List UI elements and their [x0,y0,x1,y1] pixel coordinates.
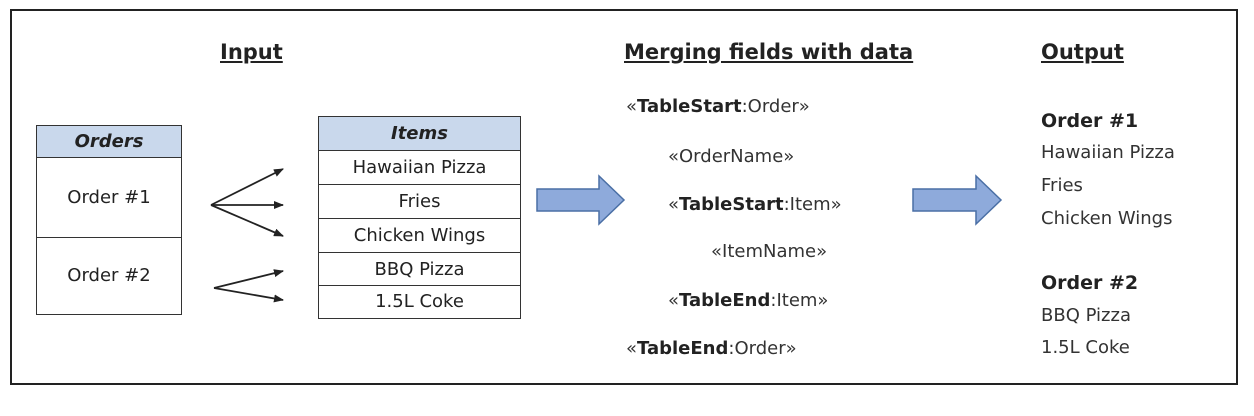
connector-arrow [213,269,284,289]
merge-field-ordername: «OrderName» [668,146,795,167]
connector-arrow [213,287,284,303]
orders-row-1: Order #1 [37,158,181,238]
items-row: Fries [319,185,520,219]
merge-field-tablestart-item: «TableStart:Item» [668,194,842,215]
orders-table-header: Orders [37,126,181,158]
merge-field-tableend-item: «TableEnd:Item» [668,290,829,311]
items-row: Chicken Wings [319,219,520,253]
output-heading: Output [1041,40,1124,64]
output-item: 1.5L Coke [1041,337,1130,358]
block-arrow-icon [912,174,1003,226]
merge-heading: Merging fields with data [624,40,914,64]
output-item: Fries [1041,175,1083,196]
items-row: BBQ Pizza [319,253,520,286]
items-table: Items Hawaiian Pizza Fries Chicken Wings… [318,116,521,319]
items-row: Hawaiian Pizza [319,151,520,185]
merge-field-itemname: «ItemName» [711,241,828,262]
order2-connectors [213,269,284,303]
orders-table: Orders Order #1 Order #2 [36,125,182,315]
items-table-header: Items [319,117,520,151]
connector-arrow [210,204,284,237]
diagram-frame [10,9,1238,385]
merge-field-tableend-order: «TableEnd:Order» [626,338,797,359]
orders-row-2: Order #2 [67,265,151,286]
order1-connectors [210,168,284,237]
block-arrow-icon [536,174,626,226]
output-order-title: Order #2 [1041,272,1139,294]
output-order-title: Order #1 [1041,110,1139,132]
output-item: BBQ Pizza [1041,305,1131,326]
output-item: Hawaiian Pizza [1041,142,1175,163]
output-item: Chicken Wings [1041,208,1173,229]
connector-arrow [210,168,284,206]
input-heading: Input [220,40,283,64]
items-row: 1.5L Coke [375,291,464,312]
merge-field-tablestart-order: «TableStart:Order» [626,96,810,117]
